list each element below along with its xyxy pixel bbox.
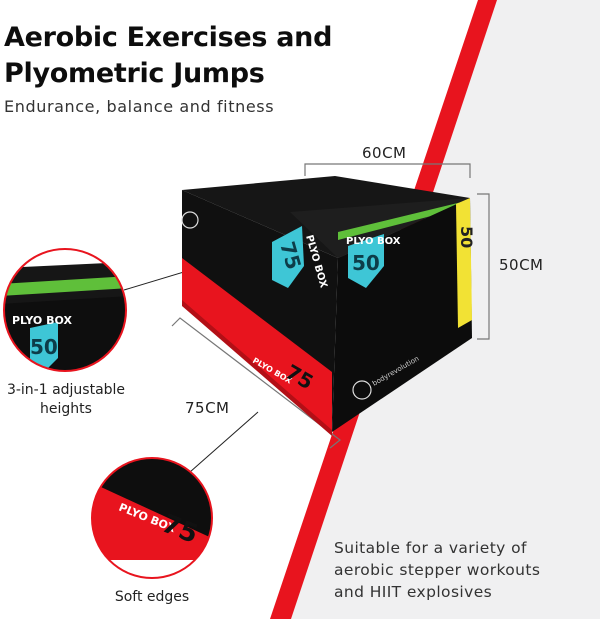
box-number-50: 50: [352, 251, 380, 275]
height-dimension-line: [477, 193, 490, 340]
shield-75: [272, 226, 304, 288]
red-band: [182, 258, 332, 432]
width-dimension-line: [304, 163, 471, 178]
detail-circle-heights: [3, 248, 127, 372]
usage-note-line-3: and HIIT explosives: [334, 583, 493, 601]
box-label-right: PLYO BOX: [346, 236, 401, 247]
caption-soft-edges: Soft edges: [114, 589, 190, 605]
plyo-box: [181, 176, 472, 436]
title-line-1: Aerobic Exercises and: [4, 22, 333, 53]
brand-logo-right: [352, 380, 372, 400]
title-line-2: Plyometric Jumps: [4, 58, 265, 89]
usage-note: Suitable for a variety of aerobic steppe…: [334, 537, 596, 603]
usage-note-line-2: aerobic stepper workouts: [334, 561, 541, 579]
page-title: Aerobic Exercises and Plyometric Jumps: [4, 20, 364, 92]
circle-box-number-top: 50: [30, 335, 58, 359]
width-label: 60CM: [362, 144, 407, 162]
depth-label: 75CM: [185, 399, 230, 417]
detail-circle-soft-edges: [91, 457, 213, 579]
caption-adjustable-line-2: heights: [40, 401, 92, 417]
height-label: 50CM: [499, 256, 544, 274]
caption-adjustable-line-1: 3-in-1 adjustable: [6, 382, 126, 398]
box-number-top-50: 50: [457, 226, 476, 248]
caption-adjustable-heights: 3-in-1 adjustable heights: [0, 381, 132, 419]
depth-dimension-line: [171, 317, 341, 449]
green-edge-accent: [338, 200, 470, 240]
yellow-edge-accent: [456, 198, 472, 328]
page-subtitle: Endurance, balance and fitness: [4, 97, 275, 116]
shield-50: [348, 234, 384, 288]
circle-box-label-top: PLYO BOX: [12, 314, 72, 327]
pointer-line-bottom: [189, 411, 259, 473]
brand-logo-left: [181, 211, 199, 229]
usage-note-line-1: Suitable for a variety of: [334, 539, 527, 557]
